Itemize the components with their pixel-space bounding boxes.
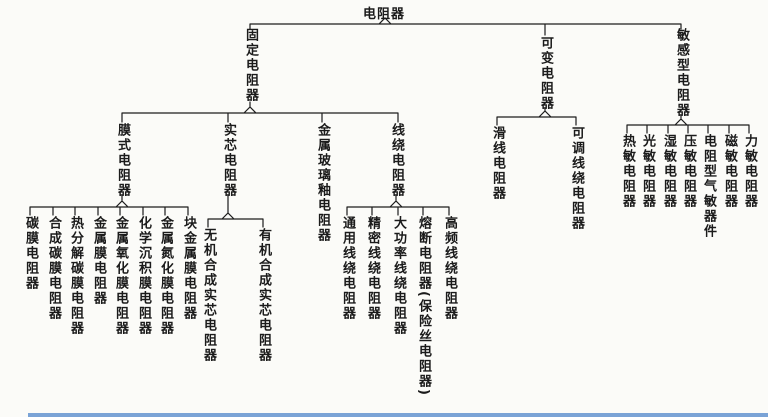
node-fixed: 固定电阻器 xyxy=(243,28,258,103)
node-film: 膜式电阻器 xyxy=(115,123,130,198)
leaf-film-2: 热分解碳膜电阻器 xyxy=(68,216,83,336)
leaf-sensitive-6: 力敏电阻器 xyxy=(742,134,757,209)
leaf-wirewound-3: 熔断电阻器(保险丝电阻器) xyxy=(416,216,431,397)
leaf-film-5: 化学沉积膜电阻器 xyxy=(136,216,151,336)
leaf-film-6: 金属氮化膜电阻器 xyxy=(158,216,173,336)
node-sensitive: 敏感型电阻器 xyxy=(674,28,689,118)
node-solid: 实芯电阻器 xyxy=(221,123,236,198)
node-wirewound: 线绕电阻器 xyxy=(389,123,404,198)
node-glaze: 金属玻璃釉电阻器 xyxy=(315,123,330,243)
leaf-solid-0: 无机合成实芯电阻器 xyxy=(201,228,216,363)
leaf-sensitive-4: 电阻型气敏器件 xyxy=(701,134,716,239)
leaf-variable-0: 滑线电阻器 xyxy=(490,126,505,201)
leaf-variable-1: 可调线绕电阻器 xyxy=(569,126,584,231)
leaf-film-4: 金属氧化膜电阻器 xyxy=(113,216,128,336)
leaf-solid-1: 有机合成实芯电阻器 xyxy=(256,228,271,363)
bottom-scan-artifact xyxy=(28,413,768,417)
leaf-sensitive-5: 磁敏电阻器 xyxy=(722,134,737,209)
leaf-film-7: 块金属膜电阻器 xyxy=(181,216,196,321)
leaf-film-3: 金属膜电阻器 xyxy=(91,216,106,306)
leaf-film-1: 合成碳膜电阻器 xyxy=(46,216,61,321)
leaf-wirewound-4: 高频线绕电阻器 xyxy=(442,216,457,321)
leaf-sensitive-1: 光敏电阻器 xyxy=(640,134,655,209)
leaf-sensitive-2: 湿敏电阻器 xyxy=(661,134,676,209)
leaf-wirewound-0: 通用线绕电阻器 xyxy=(340,216,355,321)
node-variable: 可变电阻器 xyxy=(538,36,553,111)
leaf-film-0: 碳膜电阻器 xyxy=(23,216,38,291)
leaf-wirewound-1: 精密线绕电阻器 xyxy=(365,216,380,321)
leaf-sensitive-3: 压敏电阻器 xyxy=(681,134,696,209)
leaf-sensitive-0: 热敏电阻器 xyxy=(620,134,635,209)
leaf-wirewound-2: 大功率线绕电阻器 xyxy=(391,216,406,336)
node-root: 电阻器 xyxy=(363,7,406,22)
